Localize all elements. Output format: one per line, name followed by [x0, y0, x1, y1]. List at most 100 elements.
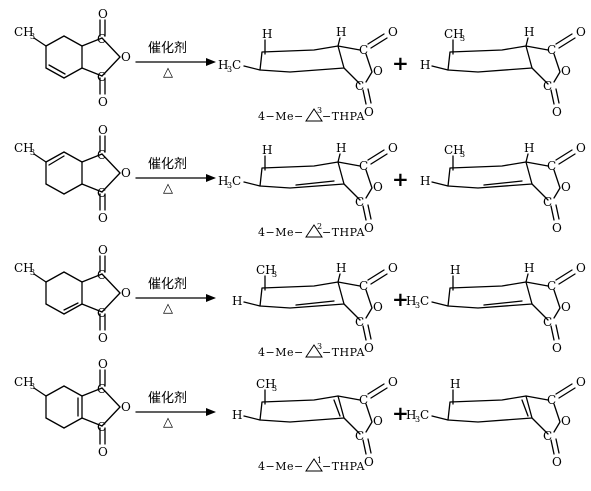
carbonyl-oxygen-label: O	[388, 141, 398, 155]
carbon-label: C	[359, 279, 368, 293]
carbonyl-oxygen-label: O	[364, 221, 374, 235]
anhydride-bond	[81, 273, 103, 283]
hydrogen-label: H	[420, 58, 430, 72]
heat-symbol: △	[163, 415, 173, 430]
carbonyl-oxygen-label: O	[552, 341, 562, 355]
carbonyl-oxygen-label: O	[98, 331, 108, 345]
fusion-h-bond	[337, 37, 341, 47]
equatorial-bond	[243, 301, 261, 307]
ring-bond	[63, 271, 83, 283]
carbonyl-double-bond	[362, 438, 372, 455]
carbon-label: C	[543, 315, 552, 329]
arrow-head	[206, 174, 216, 182]
caption-prefix: 4−Me−	[258, 110, 304, 123]
methyl-bond	[33, 153, 47, 163]
ring-bond	[447, 395, 533, 423]
anhydride-bond	[365, 53, 373, 83]
plus-sign: +	[392, 401, 409, 425]
heat-symbol: △	[163, 65, 173, 80]
anhydride-bond	[81, 417, 103, 427]
reaction-arrow: 催化剂△	[135, 157, 216, 196]
carbonyl-double-bond	[99, 427, 106, 445]
ring-bond	[63, 151, 83, 163]
anhydride-bond	[525, 395, 549, 401]
anhydride-bond	[343, 183, 361, 201]
carbonyl-oxygen-label: O	[576, 141, 586, 155]
anhydride-bond	[101, 153, 121, 174]
methyl-subscript: 3	[30, 32, 35, 41]
anhydride-bond	[531, 417, 549, 435]
hydrogen-label: H	[524, 25, 534, 39]
carbonyl-double-bond	[367, 149, 388, 165]
ring-oxygen-label: O	[121, 166, 131, 180]
anhydride-bond	[337, 281, 361, 287]
ring-double-bond	[483, 300, 523, 306]
isomer-caption: 4−Me−3−THPA	[258, 106, 365, 123]
carbonyl-double-bond	[550, 204, 560, 221]
anhydride-bond	[81, 67, 103, 77]
plus-sign: +	[392, 167, 409, 191]
double-bond-position: 1	[317, 456, 322, 465]
anhydride-bond	[101, 292, 121, 313]
carbonyl-oxygen-label: O	[552, 455, 562, 469]
carbonyl-double-bond	[550, 438, 560, 455]
anhydride-bond	[553, 289, 561, 319]
carbonyl-oxygen-label: O	[364, 455, 374, 469]
carbon-label: C	[97, 420, 106, 434]
equatorial-bond	[243, 65, 261, 71]
methyl-label: H	[406, 408, 416, 422]
carbonyl-oxygen-label: O	[98, 357, 108, 371]
equatorial-bond	[431, 415, 449, 421]
methyl-bond	[33, 273, 47, 283]
carbonyl-double-bond	[362, 88, 372, 105]
carbonyl-double-bond	[99, 77, 106, 95]
anhydride-bond	[343, 417, 361, 435]
hydrogen-label: H	[524, 261, 534, 275]
anhydride-bond	[525, 281, 549, 287]
hydrogen-label: H	[232, 408, 242, 422]
methyl-subscript: 3	[460, 34, 465, 43]
carbonyl-double-bond	[99, 19, 106, 37]
methyl-carbon-label: C	[232, 174, 241, 188]
catalyst-label: 催化剂	[148, 391, 187, 406]
anhydride-bond	[101, 273, 121, 294]
fusion-h-bond	[525, 37, 529, 47]
ring-double-bond	[295, 300, 335, 306]
anhydride-bond	[531, 183, 549, 201]
methyl-subscript: 3	[415, 301, 420, 310]
carbonyl-oxygen-label: O	[552, 105, 562, 119]
carbonyl-oxygen-label: O	[364, 341, 374, 355]
caption-prefix: 4−Me−	[258, 346, 304, 359]
ring-double-bond	[333, 399, 341, 417]
arrow-head	[206, 58, 216, 66]
methyl-subscript: 3	[227, 181, 232, 190]
anhydride-bond	[531, 303, 549, 321]
carbon-label: C	[97, 382, 106, 396]
anhydride-bond	[101, 387, 121, 408]
methyl-label: CH	[444, 27, 464, 41]
ring-double-bond	[295, 180, 335, 186]
catalyst-label: 催化剂	[148, 41, 187, 56]
ring-bond	[45, 151, 65, 163]
isomer-caption: 4−Me−3−THPA	[258, 342, 365, 359]
hydrogen-label: H	[336, 141, 346, 155]
ring-bond	[63, 385, 83, 397]
carbonyl-double-bond	[367, 383, 388, 399]
carbonyl-oxygen-label: O	[98, 123, 108, 137]
methyl-label: CH	[14, 261, 34, 275]
carbonyl-double-bond	[362, 204, 372, 221]
equatorial-bond	[243, 415, 261, 421]
fusion-h-bond	[337, 153, 341, 163]
caption-prefix: 4−Me−	[258, 226, 304, 239]
fusion-h-bond	[525, 273, 529, 283]
carbon-label: C	[359, 159, 368, 173]
carbonyl-double-bond	[367, 269, 388, 285]
hydrogen-label: H	[232, 294, 242, 308]
ring-double-bond	[521, 399, 529, 417]
methyl-carbon-label: C	[232, 58, 241, 72]
